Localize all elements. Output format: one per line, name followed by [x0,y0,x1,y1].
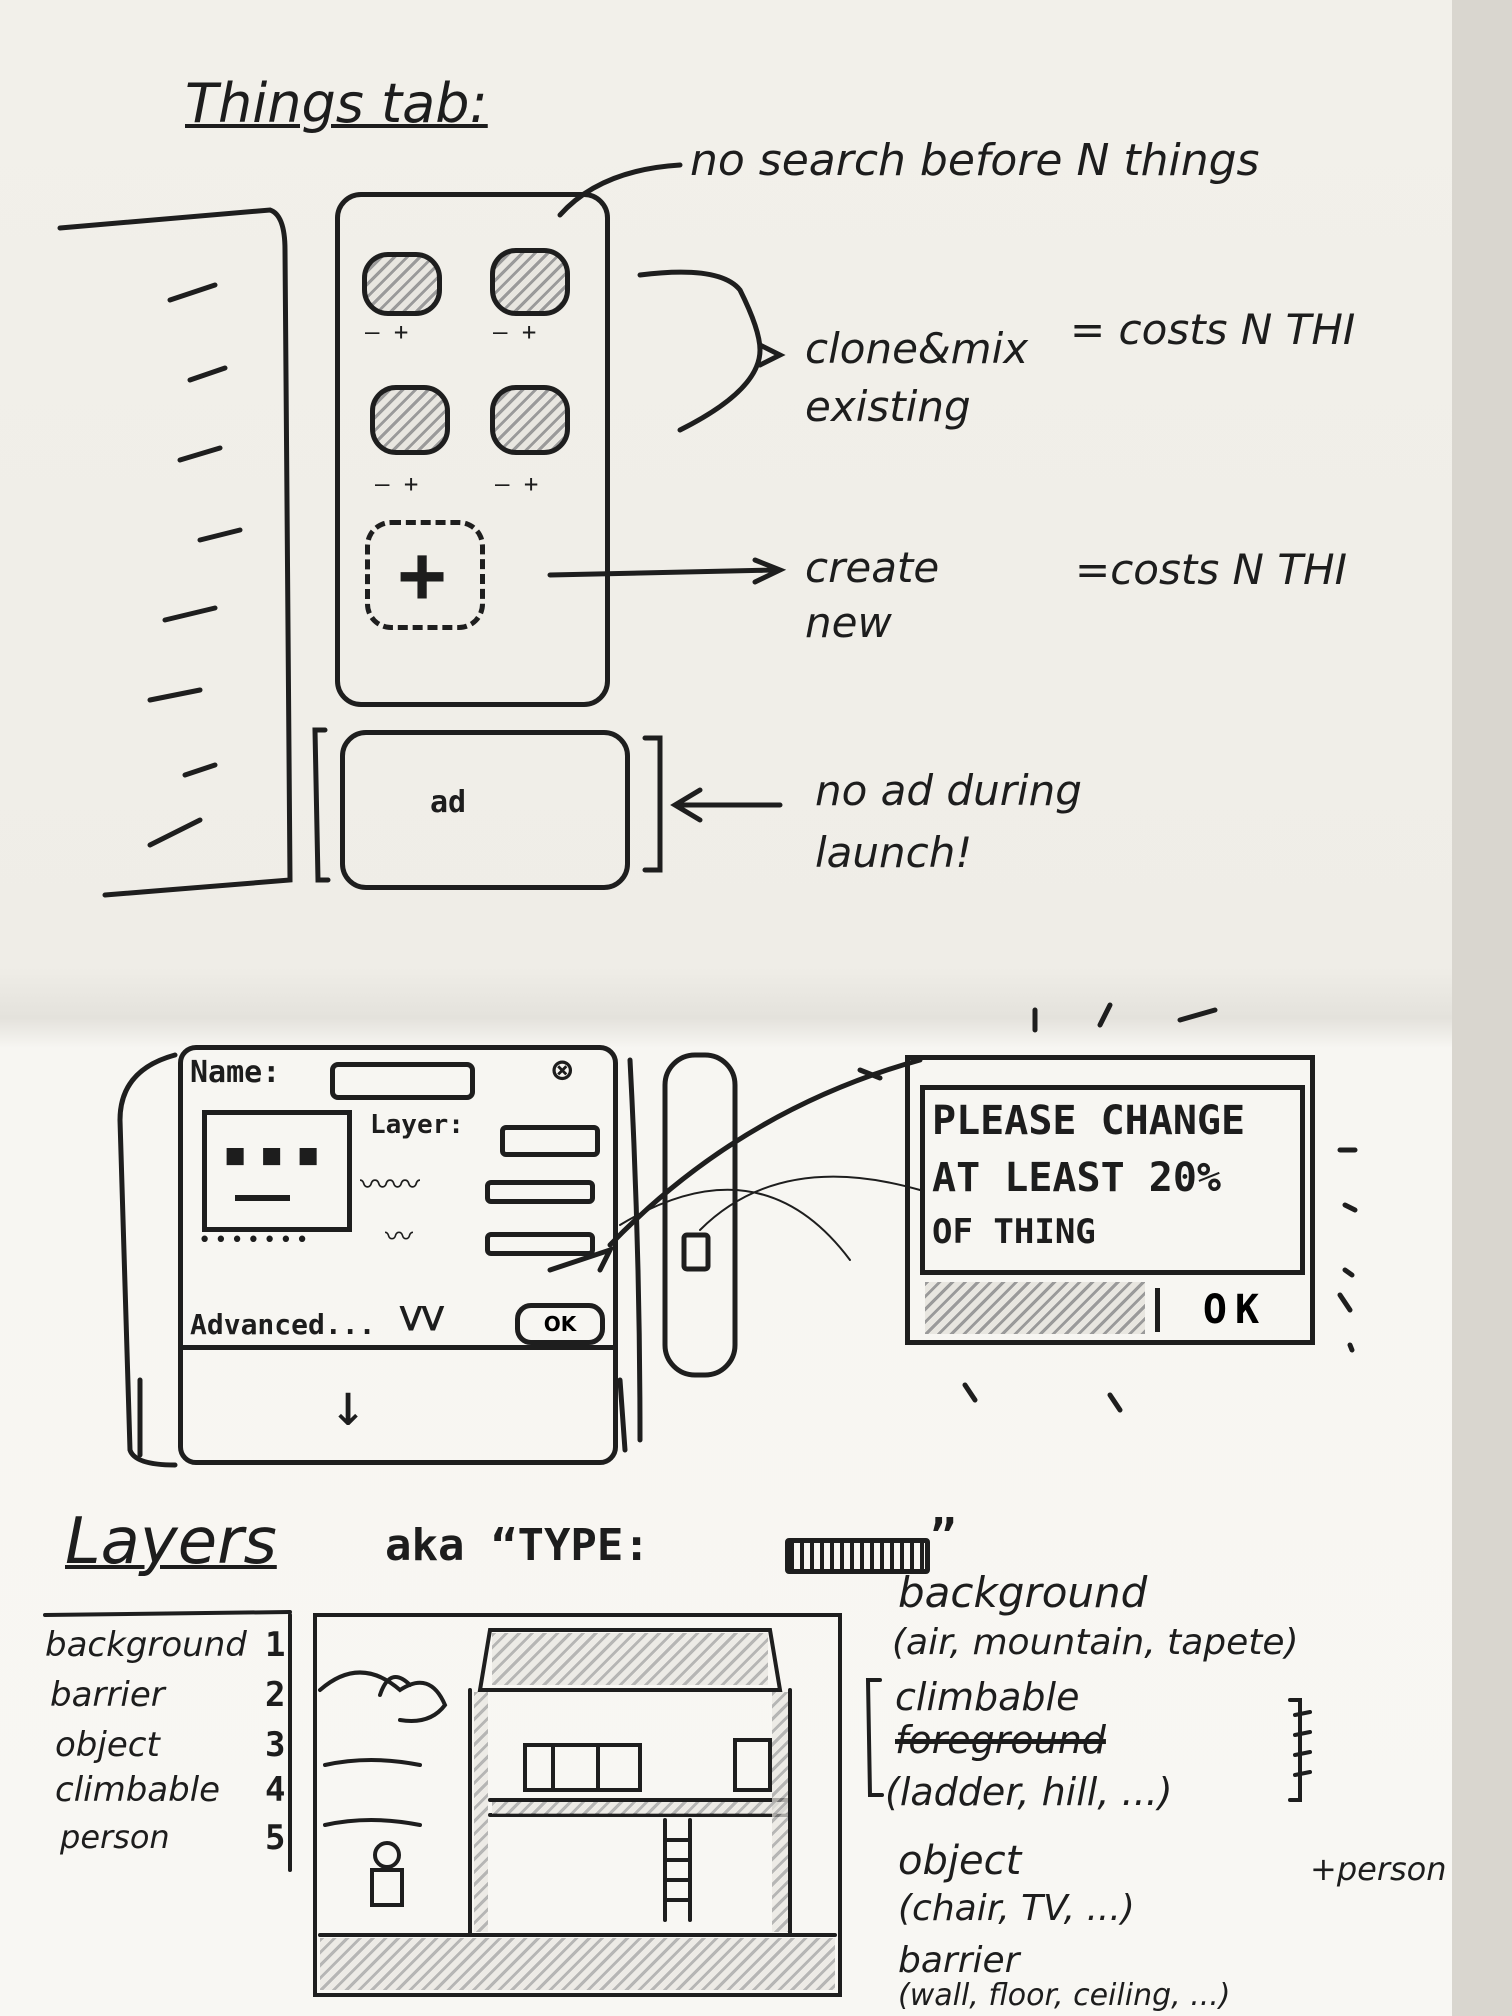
layer-label: Layer: [370,1110,464,1140]
param-squiggle-1: 〰〰 [360,1168,420,1203]
thing-caption-1: — + [365,318,409,346]
alert-ok-button[interactable]: OK [1155,1288,1315,1332]
preview-dots: ••••••• [198,1228,312,1253]
things-grid-panel [335,192,610,707]
note-background: background [898,1568,1148,1617]
preview-face-icon: ▪▪▪ [222,1128,332,1179]
note-person-plus: +person [1310,1850,1447,1888]
layer-item-name: background [45,1625,247,1665]
annotation-clone: clone&mix existing [805,324,1029,431]
name-label: Name: [190,1055,281,1090]
note-background-examples: (air, mountain, tapete) [892,1622,1299,1663]
floor-hatch [492,1802,788,1814]
thing-thumbnail-1[interactable] [362,252,442,316]
preview-mouth [235,1195,290,1201]
note-barrier: barrier [898,1940,1020,1981]
thing-caption-2: — + [493,318,537,346]
ad-banner[interactable] [340,730,630,890]
roof-hatch [492,1633,768,1685]
layer-item-name: climbable [55,1770,221,1810]
ground-hatch [320,1938,835,1990]
layers-title: Layers [65,1505,277,1579]
param-slider-2[interactable] [485,1232,595,1256]
ad-label: ad [430,785,467,820]
advanced-label[interactable]: Advanced... [190,1308,376,1341]
layer-item-name: object [55,1725,160,1765]
name-field[interactable] [330,1062,475,1100]
annotation-ad: no ad during launch! [815,766,1082,877]
alert-message-box [920,1085,1305,1275]
note-object-examples: (chair, TV, ...) [898,1888,1135,1929]
annotation-search: no search before N things [690,135,1260,186]
thing-caption-4: — + [495,470,539,498]
chevron-down-icon: ᐯᐯ [400,1300,444,1338]
thing-thumbnail-2[interactable] [490,248,570,316]
alert-dialog [905,1055,1315,1345]
alert-footer-hatch [925,1282,1145,1334]
create-new-button[interactable] [365,520,485,630]
annotation-create: create new [805,543,940,647]
note-climbable-examples: (ladder, hill, ...) [885,1770,1173,1814]
things-tab-title: Things tab: [185,72,488,135]
thing-thumbnail-3[interactable] [370,385,450,455]
aka-text: aka “TYPE: [385,1520,650,1571]
thing-thumbnail-4[interactable] [490,385,570,455]
aka-close-quote: ” [930,1510,957,1561]
type-dropdown[interactable] [785,1538,930,1574]
layer-item-num: 4 [265,1770,286,1810]
note-barrier-examples: (wall, floor, ceiling, ...) [898,1978,1231,2013]
scroll-down-arrow-icon: ↓ [330,1370,367,1440]
alert-message-line2: AT LEAST 20% [932,1155,1221,1201]
layer-item-num: 1 [265,1625,286,1665]
editor-dialog [178,1045,618,1465]
alert-message-line3: OF THING [932,1212,1096,1252]
note-foreground-struck: foreground [895,1718,1106,1762]
alert-message-line1: PLEASE CHANGE [932,1098,1246,1144]
annotation-create-cost: =costs N THI [1075,545,1347,594]
note-object: object [898,1838,1022,1884]
layer-select[interactable] [500,1125,600,1157]
editor-ok-button[interactable]: OK [515,1303,605,1345]
annotation-clone-cost: = costs N THI [1070,305,1356,354]
left-wall-hatch [474,1692,488,1932]
param-slider-1[interactable] [485,1180,595,1204]
note-climbable: climbable [895,1675,1080,1719]
layer-item-num: 5 [265,1818,286,1858]
layer-item-num: 2 [265,1675,286,1715]
layer-item-name: person [60,1818,170,1856]
thing-preview [202,1110,352,1232]
thing-caption-3: — + [375,470,419,498]
param-squiggle-2: 〰 [385,1220,414,1253]
editor-divider [180,1345,616,1350]
layer-item-num: 3 [265,1725,286,1765]
layer-item-name: barrier [50,1675,165,1715]
plus-icon: + [398,528,447,621]
close-icon[interactable]: ⊗ [552,1050,573,1090]
